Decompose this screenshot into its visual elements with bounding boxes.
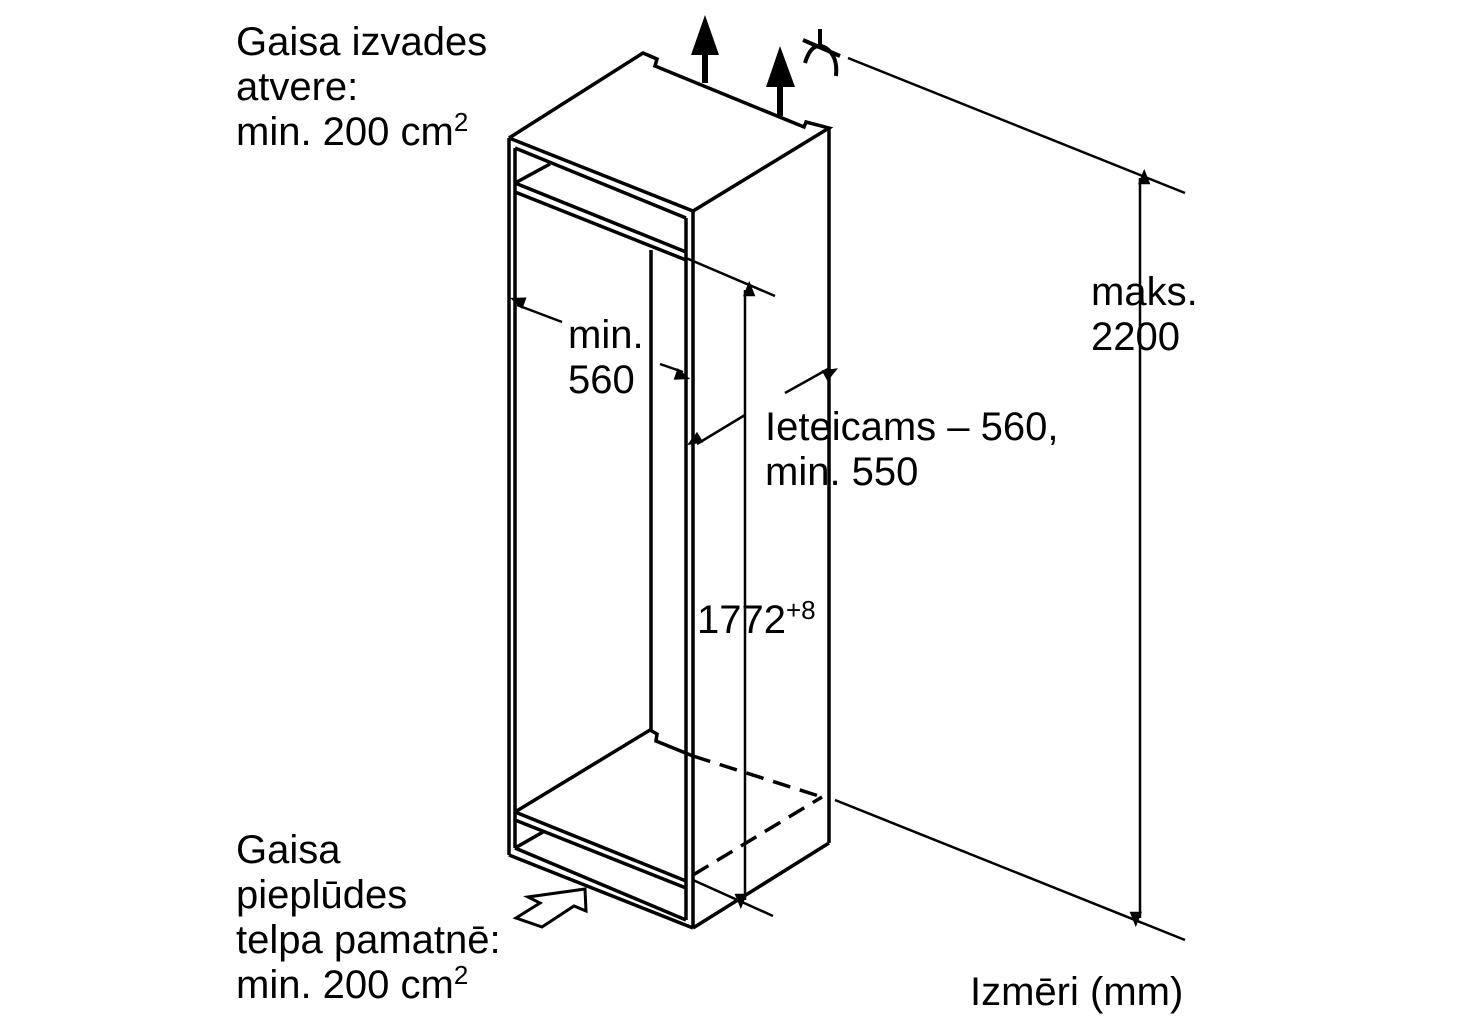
niche-height-tolerance: +8 — [785, 595, 816, 625]
niche-height-value: 1772 — [697, 598, 786, 642]
angle-symbol-icon — [802, 29, 841, 77]
air-inlet-line-3: telpa pamatnē: — [236, 918, 501, 962]
max-height-label: maks. 2200 — [1091, 270, 1198, 360]
air-inlet-label: Gaisa pieplūdes telpa pamatnē: min. 200 … — [236, 828, 501, 1008]
superscript: 2 — [453, 107, 469, 137]
depth-arrow-front — [687, 413, 746, 446]
air-outlet-label: Gaisa izvades atvere: min. 200 cm2 — [236, 20, 487, 155]
width-label: min. 560 — [568, 313, 644, 403]
air-outlet-area: min. 200 cm — [236, 110, 454, 154]
niche-height-label: 1772+8 — [697, 595, 816, 643]
width-line-2: 560 — [568, 358, 635, 402]
depth-line-1: Ieteicams – 560, — [765, 405, 1059, 449]
units-label: Izmēri (mm) — [970, 970, 1184, 1014]
air-outlet-line-1: Gaisa izvades — [236, 20, 488, 64]
air-outlet-line-2: atvere: — [236, 65, 359, 109]
air-inlet-area: min. 200 cm — [236, 963, 454, 1007]
width-arrow-left — [509, 297, 563, 324]
max-height-line-2: 2200 — [1091, 315, 1180, 359]
width-arrow-right — [659, 362, 691, 380]
air-inlet-line-1: Gaisa — [236, 828, 341, 872]
air-inlet-line-4: min. 200 cm2 — [236, 960, 501, 1008]
air-inlet-arrow-icon — [512, 887, 588, 929]
superscript: 2 — [453, 960, 469, 990]
air-outlet-line-3: min. 200 cm2 — [236, 107, 487, 155]
depth-arrow-back — [784, 367, 838, 395]
depth-line-2: min. 550 — [765, 450, 919, 494]
depth-label: Ieteicams – 560, min. 550 — [765, 405, 1059, 495]
cabinet-outline — [507, 51, 834, 930]
dimension-lines — [509, 56, 1186, 942]
air-outlet-arrows-icon — [691, 15, 795, 116]
air-inlet-line-2: pieplūdes — [236, 873, 408, 917]
width-line-1: min. — [568, 313, 644, 357]
max-height-line-1: maks. — [1091, 270, 1198, 314]
